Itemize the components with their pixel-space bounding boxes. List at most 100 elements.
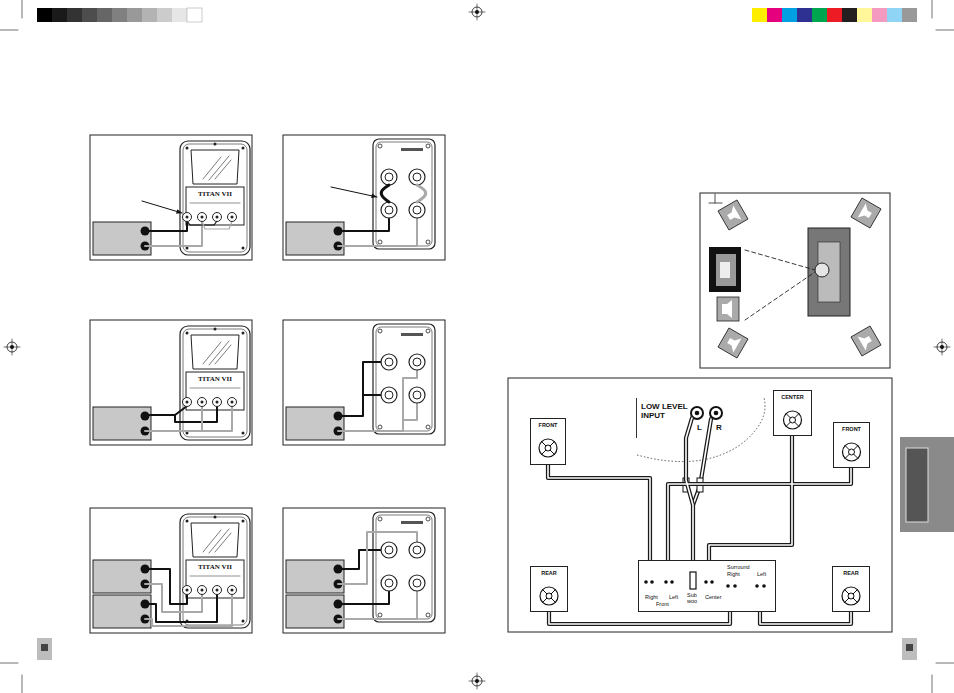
receiver-terminal xyxy=(650,580,654,584)
room-speaker xyxy=(858,204,875,223)
wire xyxy=(145,221,187,231)
receiver-terminal xyxy=(710,580,714,584)
speaker-body xyxy=(183,517,247,625)
cable-core xyxy=(709,436,792,560)
wire xyxy=(338,550,381,569)
speaker-window xyxy=(191,150,239,184)
screw xyxy=(378,425,382,429)
speaker-terminal xyxy=(216,216,219,219)
amplifier-box xyxy=(93,222,151,255)
binding-post xyxy=(385,173,393,181)
color-swatch xyxy=(752,8,767,22)
terminal-label: Left xyxy=(669,594,678,600)
speaker-cone xyxy=(845,598,849,602)
logo-mark xyxy=(401,148,423,151)
gray-swatch xyxy=(142,8,157,22)
titan-panel xyxy=(90,320,252,445)
binding-post xyxy=(409,542,425,558)
speaker-terminal xyxy=(183,213,192,222)
amplifier-box xyxy=(93,407,151,440)
screw xyxy=(242,147,245,150)
wire xyxy=(145,594,232,626)
room-speaker xyxy=(851,326,881,356)
room-speaker xyxy=(858,332,875,351)
panel-frame xyxy=(90,135,252,260)
gray-swatch xyxy=(67,8,82,22)
crop-mark xyxy=(0,663,18,664)
dimension-mark xyxy=(715,194,716,203)
amplifier-box xyxy=(93,560,151,593)
room-speaker xyxy=(851,198,881,228)
plate-rule xyxy=(190,388,240,389)
receiver-terminal xyxy=(726,584,730,588)
color-swatch xyxy=(827,8,842,22)
screw xyxy=(426,613,430,617)
logo-mark xyxy=(401,521,423,524)
color-swatch xyxy=(857,8,872,22)
binding-post xyxy=(409,575,425,591)
wire xyxy=(145,406,202,431)
panel-frame xyxy=(283,320,445,445)
page-tab xyxy=(902,638,917,660)
speaker-cable xyxy=(760,612,851,624)
window-hatch xyxy=(209,156,229,180)
color-swatch xyxy=(872,8,887,22)
speaker-box: FRONT xyxy=(833,422,870,468)
speaker-label: CENTER xyxy=(781,394,804,400)
amplifier-box xyxy=(286,222,344,255)
receiver-terminal xyxy=(644,580,648,584)
speaker-cone xyxy=(795,414,799,418)
terminal-plate xyxy=(186,187,244,225)
crop-mark xyxy=(936,663,954,664)
speaker-terminal xyxy=(201,589,204,592)
speaker-box: REAR xyxy=(832,566,870,612)
crop-mark xyxy=(22,0,23,18)
speaker-terminal xyxy=(183,398,192,407)
speaker-cone xyxy=(539,439,557,457)
panel-frame xyxy=(90,508,252,633)
gray-swatch xyxy=(52,8,67,22)
binding-post xyxy=(385,391,393,399)
screw xyxy=(214,143,217,146)
binding-post xyxy=(409,202,425,218)
speaker-cone xyxy=(551,598,555,602)
model-name: TITAN VII xyxy=(186,190,244,198)
room-speaker xyxy=(718,200,748,230)
cable xyxy=(693,419,711,505)
wire xyxy=(145,594,217,622)
input-label: L xyxy=(697,424,702,433)
speaker-terminal xyxy=(231,401,234,404)
speaker-body xyxy=(180,141,250,255)
speaker-cable xyxy=(668,468,851,560)
wire xyxy=(202,406,232,431)
window-hatch xyxy=(209,529,229,553)
sub-out-jack xyxy=(690,572,696,589)
binding-post xyxy=(381,202,397,218)
gray-swatch xyxy=(172,8,187,22)
cable-core xyxy=(549,612,730,624)
speaker-cone xyxy=(853,590,857,594)
registration-mark xyxy=(942,339,943,355)
speaker-body xyxy=(183,329,247,437)
window-hatch xyxy=(215,533,231,552)
amplifier-box xyxy=(286,595,344,628)
receiver-box: RightFrontLeftSub wooCenterSurroundRight… xyxy=(638,560,776,612)
receiver-terminal xyxy=(704,580,708,584)
room-speaker xyxy=(725,206,742,225)
speaker-cone xyxy=(550,450,554,454)
screw xyxy=(186,147,189,150)
speaker-terminal xyxy=(198,213,207,222)
screw xyxy=(378,329,382,333)
speaker-cone xyxy=(845,446,849,450)
cable xyxy=(686,418,692,438)
page-tab xyxy=(906,644,913,651)
panel-frame xyxy=(90,320,252,445)
binding-post xyxy=(381,169,397,185)
screw xyxy=(426,425,430,429)
speaker-terminal xyxy=(186,216,189,219)
speaker-cone xyxy=(842,587,860,605)
color-swatch xyxy=(887,8,902,22)
